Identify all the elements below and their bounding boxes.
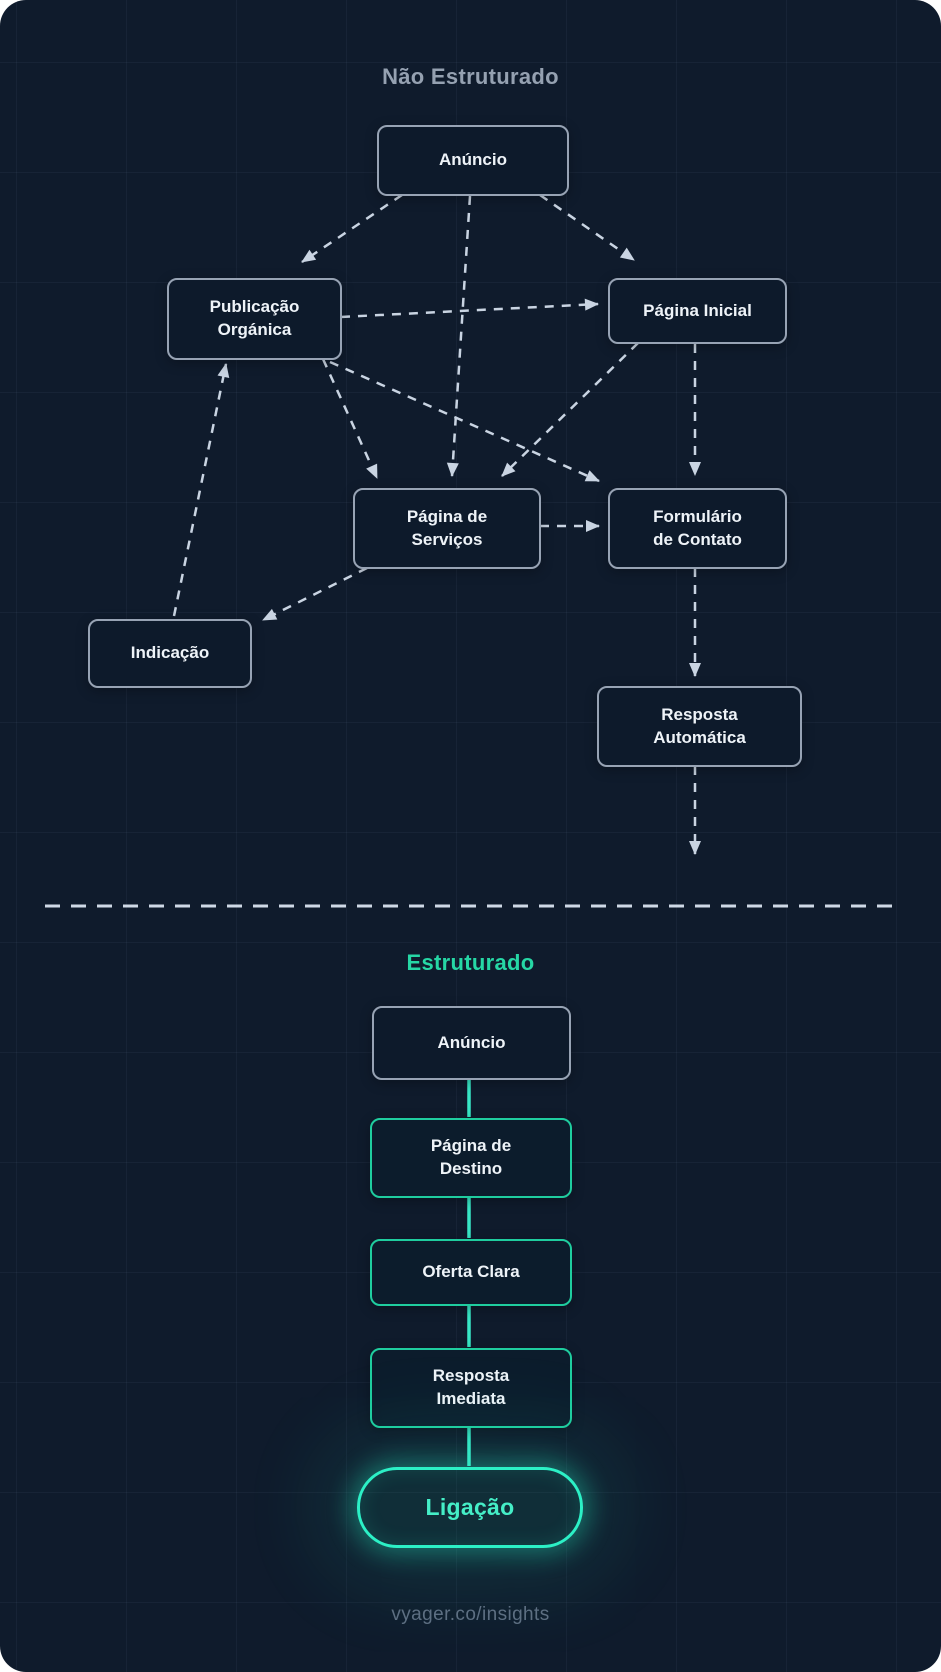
node-anuncio: Anúncio: [377, 125, 569, 196]
ligacao-cta-pill: Ligação: [357, 1467, 583, 1548]
node-pagina-servicos: Página de Serviços: [353, 488, 541, 569]
edge-indicacao-publicacao: [172, 363, 230, 617]
step-anuncio: Anúncio: [372, 1006, 571, 1080]
node-anuncio-label: Anúncio: [439, 150, 507, 170]
step-resposta-imediata: Resposta Imediata: [370, 1348, 572, 1428]
edge-pagina-inicial-servicos: [501, 342, 639, 477]
structured-section-title: Estruturado: [406, 950, 535, 975]
edge-anuncio-servicos: [446, 195, 472, 477]
edge-anuncio-publicacao: [301, 193, 403, 264]
node-formulario-contato: Formulário de Contato: [608, 488, 787, 569]
footer-url: vyager.co/insights: [391, 1604, 550, 1625]
ligacao-cta-label: Ligação: [425, 1494, 515, 1520]
step-anuncio-label: Anúncio: [437, 1032, 506, 1052]
node-indicacao-label: Indicação: [130, 643, 210, 663]
edge-servicos-indicacao: [262, 566, 368, 622]
edge-publicacao-servicos: [321, 358, 379, 479]
step-oferta-clara-label: Oferta Clara: [422, 1262, 520, 1282]
unstructured-section-title: Não Estruturado: [382, 64, 559, 89]
edge-anuncio-pagina-inicial: [539, 193, 635, 262]
step-pagina-destino: Página de Destino: [370, 1118, 572, 1198]
step-oferta-clara: Oferta Clara: [370, 1239, 572, 1306]
node-publicacao-organica-label: Publicação Orgánica: [209, 297, 300, 339]
node-publicacao-organica: Publicação Orgánica: [167, 278, 342, 360]
step-pagina-destino-label: Página de Destino: [430, 1136, 512, 1178]
node-resposta-automatica-label: Resposta Automática: [653, 704, 746, 747]
node-resposta-automatica: Resposta Automática: [597, 686, 802, 767]
step-resposta-imediata-label: Resposta Imediata: [432, 1366, 510, 1408]
node-indicacao: Indicação: [88, 619, 252, 688]
node-pagina-servicos-label: Página de Serviços: [406, 506, 488, 549]
node-formulario-contato-label: Formulário de Contato: [653, 506, 742, 549]
edge-publicacao-formulario: [329, 360, 600, 483]
node-pagina-inicial: Página Inicial: [608, 278, 787, 344]
node-pagina-inicial-label: Página Inicial: [643, 300, 752, 320]
edge-publicacao-pagina-inicial: [340, 298, 599, 319]
